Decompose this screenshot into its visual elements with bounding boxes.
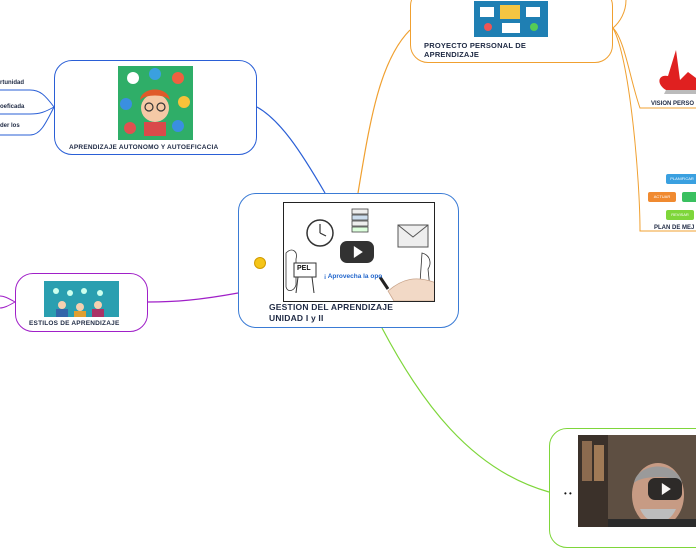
node-video[interactable]: • • xyxy=(549,428,696,548)
vision-image xyxy=(646,44,696,99)
node-estilos-aprendizaje[interactable]: ESTILOS DE APRENDIZAJE xyxy=(15,273,148,332)
pel-label: PEL xyxy=(297,265,311,272)
video-node-mark: • • xyxy=(564,489,572,498)
cycle-planificar: PLANIFICAR xyxy=(666,174,696,184)
plan-title[interactable]: PLAN DE MEJ xyxy=(654,225,695,231)
proyecto-title-line1: PROYECTO PERSONAL DE xyxy=(424,41,527,50)
proyecto-image xyxy=(474,1,548,37)
play-button[interactable] xyxy=(340,241,374,263)
video-play-button[interactable] xyxy=(648,478,682,500)
central-title-line1: GESTION DEL APRENDIZAJE xyxy=(269,302,394,312)
emoji-icon xyxy=(254,257,266,269)
autonomo-child-3[interactable]: der los xyxy=(0,123,20,129)
autonomo-child-2[interactable]: oeficada xyxy=(0,104,25,110)
connection-lines xyxy=(0,0,696,493)
proyecto-title-line2: APRENDIZAJE xyxy=(424,50,480,59)
autonomo-child-1[interactable]: rtunidad xyxy=(0,80,24,86)
cycle-actuar: ACTUAR xyxy=(648,192,676,202)
cycle-hacer xyxy=(682,192,696,202)
cycle-revisar: REVISAR xyxy=(666,210,694,220)
autonomo-title: APRENDIZAJE AUTONOMO Y AUTOEFICACIA xyxy=(69,144,219,151)
estilos-title: ESTILOS DE APRENDIZAJE xyxy=(29,320,120,327)
node-aprendizaje-autonomo[interactable]: APRENDIZAJE AUTONOMO Y AUTOEFICACIA xyxy=(54,60,257,155)
plan-cycle-image: PLANIFICAR ACTUAR REVISAR xyxy=(646,172,696,222)
estilos-image xyxy=(44,281,119,317)
autonomo-image xyxy=(118,66,193,140)
video-caption: ¡ Aprovecha la opo xyxy=(324,273,383,280)
node-proyecto-personal[interactable]: PROYECTO PERSONAL DE APRENDIZAJE xyxy=(410,0,613,63)
central-video-thumbnail[interactable]: PEL ¡ Aprovecha la opo xyxy=(283,202,437,302)
central-node[interactable]: PEL ¡ Aprovecha la opo GESTION DEL APREN… xyxy=(238,193,459,328)
video-thumbnail[interactable] xyxy=(578,435,696,527)
whiteboard-illustration xyxy=(285,208,437,302)
central-title-line2: UNIDAD I y II xyxy=(269,313,324,323)
vision-title[interactable]: VISION PERSO xyxy=(651,101,695,107)
